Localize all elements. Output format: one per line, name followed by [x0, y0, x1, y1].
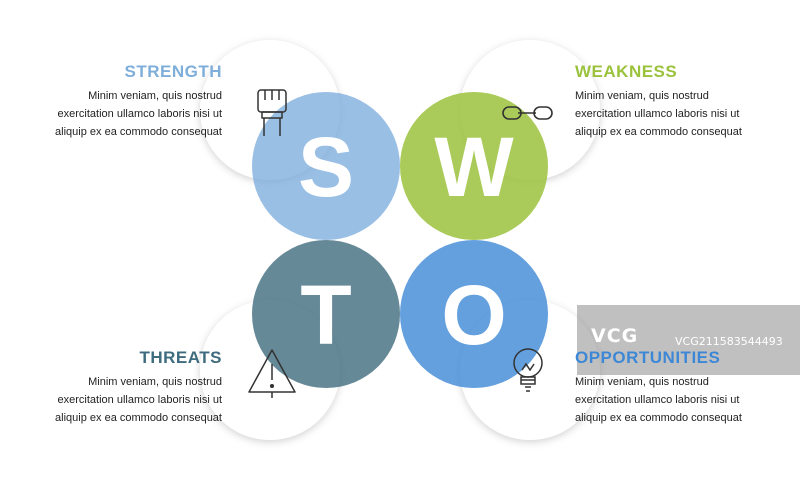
opportunities-line-1: Minim veniam, quis nostrud: [575, 376, 709, 388]
strength-circle: [252, 92, 400, 240]
lightbulb-icon: [513, 348, 543, 392]
strength-line-3: aliquip ex ea commodo consequat: [55, 126, 222, 138]
opportunities-circle: [400, 240, 548, 388]
letter-t: T: [300, 268, 351, 362]
letter-s: S: [298, 120, 354, 214]
letter-o: O: [441, 268, 506, 362]
weakness-line-2: exercitation ullamco laboris nisi ut: [575, 108, 740, 120]
weakness-circle: [400, 92, 548, 240]
broken-chain-icon: [502, 106, 553, 120]
threats-heading: THREATS: [139, 348, 222, 367]
strength-heading: STRENGTH: [124, 62, 222, 81]
threats-description: Minim veniam, quis nostrud exercitation …: [22, 373, 222, 427]
threats-circle: [252, 240, 400, 388]
threats-line-2: exercitation ullamco laboris nisi ut: [57, 394, 222, 406]
opportunities-heading: OPPORTUNITIES: [575, 348, 721, 367]
raised-fist-icon: [257, 89, 287, 136]
weakness-line-1: Minim veniam, quis nostrud: [575, 90, 709, 102]
watermark-id: VCG211583544493: [675, 335, 783, 348]
warning-triangle-icon: [248, 349, 296, 398]
letter-w: W: [434, 120, 514, 214]
opportunities-description: Minim veniam, quis nostrud exercitation …: [575, 373, 775, 427]
threats-line-3: aliquip ex ea commodo consequat: [55, 412, 222, 424]
weakness-description: Minim veniam, quis nostrud exercitation …: [575, 87, 775, 141]
strength-line-2: exercitation ullamco laboris nisi ut: [57, 108, 222, 120]
opportunities-line-2: exercitation ullamco laboris nisi ut: [575, 394, 740, 406]
weakness-line-3: aliquip ex ea commodo consequat: [575, 126, 742, 138]
watermark-logo: VCG: [591, 325, 639, 347]
strength-line-1: Minim veniam, quis nostrud: [88, 90, 222, 102]
threats-line-1: Minim veniam, quis nostrud: [88, 376, 222, 388]
watermark: VCG VCG211583544493: [577, 305, 800, 375]
opportunities-line-3: aliquip ex ea commodo consequat: [575, 412, 742, 424]
strength-description: Minim veniam, quis nostrud exercitation …: [22, 87, 222, 141]
weakness-heading: WEAKNESS: [575, 62, 678, 81]
